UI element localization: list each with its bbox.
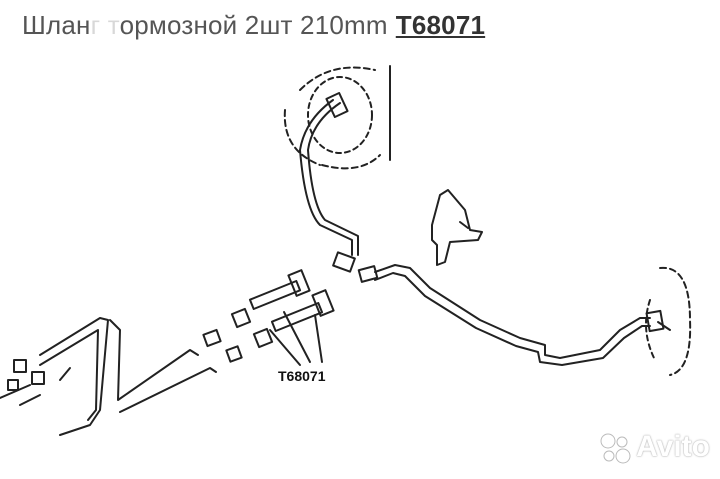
brake-hose-lower — [252, 289, 335, 349]
mount-bracket — [431, 189, 483, 266]
watermark: Avito — [598, 430, 710, 465]
part-callout-label: T68071 — [278, 368, 326, 384]
title-text-end: ормозной 2шт 210mm — [119, 10, 388, 40]
brake-lines-left — [39, 317, 109, 436]
avito-logo-icon — [600, 433, 631, 464]
brake-line-top — [299, 99, 353, 256]
title-text-start: Шлан — [22, 10, 91, 40]
brake-hose-upper — [230, 269, 311, 329]
title-text-faded: г т — [90, 10, 120, 40]
rear-wheel-right — [645, 266, 692, 376]
brake-line-long — [374, 264, 651, 359]
watermark-brand: Avito — [636, 429, 710, 463]
rear-wheel-top — [283, 65, 391, 170]
part-code-link[interactable]: T68071 — [395, 10, 486, 40]
